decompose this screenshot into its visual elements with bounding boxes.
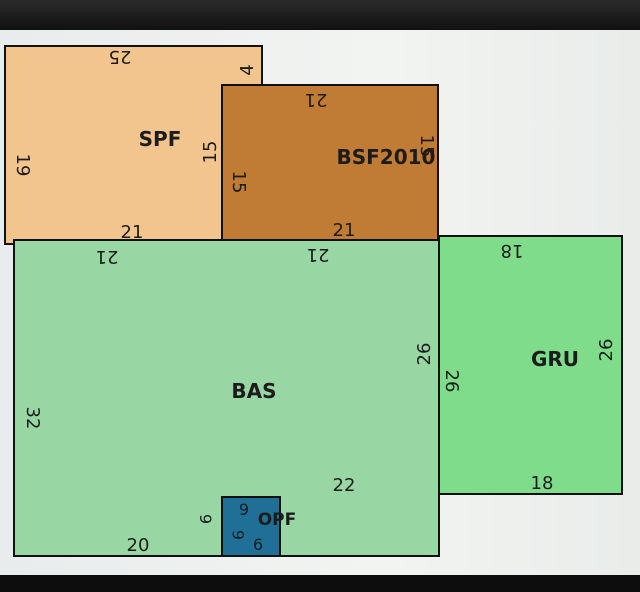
dim-spf-notch: 4: [237, 64, 258, 75]
label-opf: OPF: [258, 510, 297, 530]
dim-spf-inner: 15: [200, 141, 221, 164]
dim-gru-right: 26: [596, 339, 617, 362]
dim-bsf-top: 21: [305, 89, 328, 110]
dim-bas-right: 26: [414, 343, 435, 366]
label-gru: GRU: [531, 347, 579, 371]
dim-bas-top-left: 21: [96, 246, 119, 267]
dim-bsf-bottom: 21: [333, 220, 356, 241]
dim-opf-left-inner: 9: [229, 530, 248, 540]
monitor-bezel-bottom: [0, 575, 640, 592]
area-opf: [221, 496, 281, 557]
dim-spf-bottom: 21: [121, 222, 144, 243]
dim-spf-left: 19: [12, 154, 33, 177]
label-spf: SPF: [139, 127, 182, 151]
dim-opf-left: 6: [197, 514, 216, 524]
dim-gru-left: 26: [441, 370, 462, 393]
label-bas: BAS: [231, 379, 276, 403]
dim-bsf-left: 15: [228, 171, 249, 194]
dim-gru-top: 18: [501, 240, 524, 261]
label-bsf2010: BSF2010: [337, 145, 436, 169]
area-gru: [438, 235, 623, 495]
dim-bsf-right: 15: [416, 135, 437, 158]
area-bsf2010: [221, 84, 439, 243]
dim-gru-bottom: 18: [531, 473, 554, 494]
dim-opf-top: 9: [239, 500, 249, 519]
dim-bas-bottom-right: 22: [333, 475, 356, 496]
dim-bas-top-right: 21: [307, 244, 330, 265]
dim-opf-bottom: 6: [253, 535, 263, 554]
dim-bas-left: 32: [22, 407, 43, 430]
dim-bas-bottom-left: 20: [127, 535, 150, 556]
monitor-bezel-top: [0, 0, 640, 30]
dim-spf-top: 25: [109, 46, 132, 67]
